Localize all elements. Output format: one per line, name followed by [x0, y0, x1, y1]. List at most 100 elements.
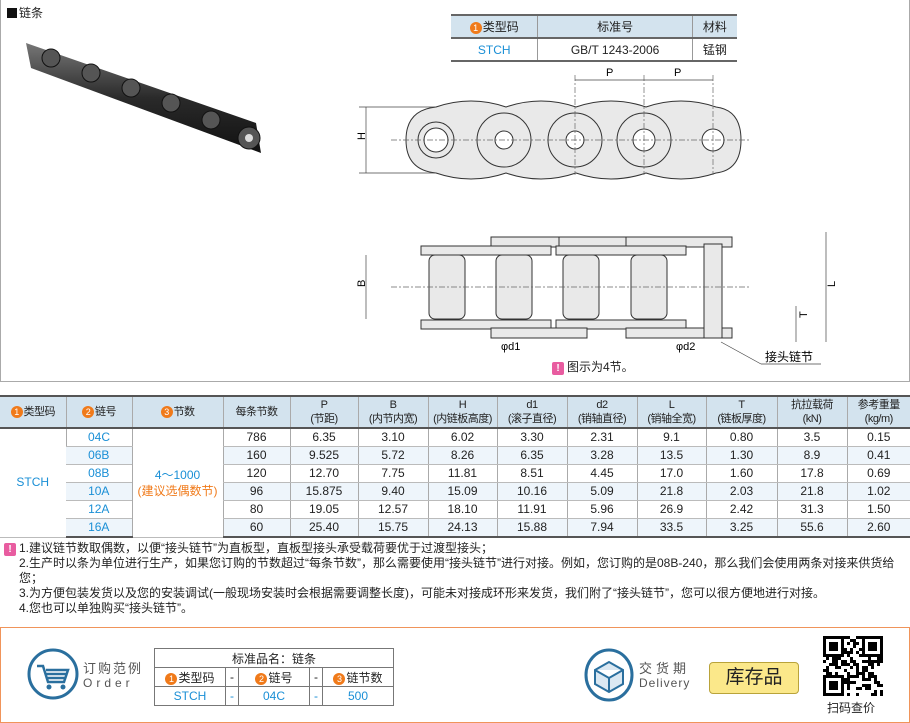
order-value: STCH	[154, 686, 226, 706]
column-header: 抗拉载荷(kN)	[776, 395, 847, 429]
table-cell: 2.31	[566, 428, 637, 447]
table-cell: 9.525	[289, 446, 358, 465]
table-cell: 31.3	[776, 500, 847, 519]
table-cell: 9.1	[636, 428, 706, 447]
chain-no-cell: 10A	[66, 482, 132, 501]
stock-badge: 库存品	[709, 662, 799, 694]
table-cell: 0.80	[705, 428, 777, 447]
cart-icon	[27, 648, 79, 700]
chain-no-cell: 08B	[66, 464, 132, 483]
drawing-note: !图示为4节。	[552, 358, 634, 375]
table-cell: 5.09	[566, 482, 637, 501]
table-cell: 12.70	[289, 464, 358, 483]
label-p: P	[674, 67, 681, 79]
table-cell: 1.50	[846, 500, 910, 519]
label-joint: 接头链节	[765, 349, 813, 364]
order-value: -	[225, 686, 239, 706]
order-label: 订购范例	[83, 661, 144, 676]
note-item: 3.为方便包装发货以及您的安装调试(一般现场安装时会根据需要调整长度)，可能未对…	[19, 586, 825, 600]
column-header: P(节距)	[289, 395, 358, 429]
label-d2: φd2	[676, 341, 695, 353]
table-cell: 19.05	[289, 500, 358, 519]
column-header: H(内链板高度)	[427, 395, 497, 429]
qr-code[interactable]	[823, 636, 883, 696]
column-header: B(内节内宽)	[357, 395, 428, 429]
table-cell: 160	[222, 446, 290, 465]
table-cell: 18.10	[427, 500, 497, 519]
table-cell: 15.09	[427, 482, 497, 501]
column-header: 参考重量(kg/m)	[846, 395, 910, 429]
column-header: d2(销轴直径)	[566, 395, 637, 429]
table-cell: 0.41	[846, 446, 910, 465]
table-cell: 11.91	[496, 500, 567, 519]
spec-cell: 锰钢	[691, 38, 737, 62]
spec-cell: GB/T 1243-2006	[537, 38, 693, 62]
label-b: B	[356, 280, 368, 287]
order-value: 500	[322, 686, 394, 706]
order-std-name: 标准品名：链条	[154, 648, 394, 668]
table-cell: 17.0	[636, 464, 706, 483]
label-h: H	[356, 132, 368, 140]
label-t: T	[798, 311, 810, 318]
table-cell: 21.8	[636, 482, 706, 501]
product-title: 链条	[7, 4, 43, 21]
label-l: L	[826, 281, 838, 287]
chain-no-cell: 16A	[66, 518, 132, 538]
table-cell: 3.5	[776, 428, 847, 447]
delivery-label-en: Delivery	[639, 676, 691, 690]
column-header: 每条节数	[222, 395, 290, 429]
title-text: 链条	[19, 6, 44, 20]
label-p: P	[606, 67, 613, 79]
order-value: -	[309, 686, 323, 706]
table-cell: 8.51	[496, 464, 567, 483]
table-cell: 15.88	[496, 518, 567, 538]
table-cell: 12.57	[357, 500, 428, 519]
table-cell: 3.28	[566, 446, 637, 465]
table-cell: 33.5	[636, 518, 706, 538]
chain-photo	[26, 43, 261, 153]
table-cell: 3.10	[357, 428, 428, 447]
delivery-label: 交货期	[639, 661, 691, 676]
pitch-count-cell: 4～1000(建议选偶数节)	[131, 428, 223, 538]
table-cell: 6.35	[496, 446, 567, 465]
table-cell: 2.42	[705, 500, 777, 519]
table-cell: 1.30	[705, 446, 777, 465]
note-item: 2.生产时以条为单位进行生产，如果您订购的节数超过“每条节数”，那么需要使用“接…	[19, 556, 895, 585]
order-value: 04C	[238, 686, 310, 706]
table-cell: 3.30	[496, 428, 567, 447]
table-cell: 1.02	[846, 482, 910, 501]
table-cell: 26.9	[636, 500, 706, 519]
table-cell: 11.81	[427, 464, 497, 483]
table-cell: 96	[222, 482, 290, 501]
column-header: T(链板厚度)	[705, 395, 777, 429]
label-d1: φd1	[501, 341, 520, 353]
table-cell: 15.75	[357, 518, 428, 538]
note-item: !1.建议链节数取偶数，以便“接头链节”为直板型，直板型接头承受载荷要优于过渡型…	[4, 541, 906, 556]
spec-header: 材料	[691, 14, 737, 39]
chain-drawing: P P H B L T φd1 φd2 接头链节	[356, 67, 838, 365]
table-cell: 4.45	[566, 464, 637, 483]
table-cell: 13.5	[636, 446, 706, 465]
table-cell: 5.72	[357, 446, 428, 465]
table-cell: 24.13	[427, 518, 497, 538]
table-cell: 17.8	[776, 464, 847, 483]
table-cell: 5.96	[566, 500, 637, 519]
table-cell: 21.8	[776, 482, 847, 501]
table-cell: 2.03	[705, 482, 777, 501]
column-header: d1(滚子直径)	[496, 395, 567, 429]
table-cell: 8.26	[427, 446, 497, 465]
table-cell: 15.875	[289, 482, 358, 501]
